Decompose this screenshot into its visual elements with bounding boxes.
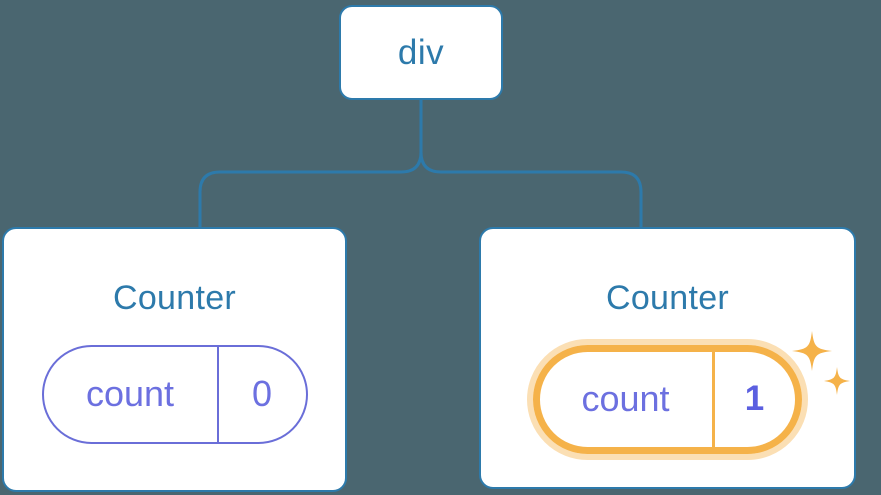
state-pill-left-wrap: count 0 [41,345,308,444]
node-div-label: div [397,33,445,72]
state-value-label: 0 [251,372,273,414]
state-key-label: count [581,377,670,419]
state-pill-left[interactable]: count 0 [41,345,308,444]
node-counter-right[interactable]: Counter count 1 [479,227,856,489]
state-pill-right[interactable]: count 1 [532,345,802,454]
state-key-label: count [85,372,175,414]
node-counter-left[interactable]: Counter count 0 [2,227,347,492]
state-pill-glow [526,339,808,460]
node-div[interactable]: div [339,5,503,100]
node-counter-right-title: Counter [605,279,730,317]
connector-left [198,98,423,231]
state-pill-left-key: count [44,347,219,442]
sparkle-small-icon [823,367,850,395]
state-pill-right-wrap: count 1 [518,331,850,466]
connector-right [419,98,643,231]
node-counter-left-title: Counter [112,279,237,317]
state-pill-right-key: count [540,352,715,447]
state-value-label: 1 [744,379,765,418]
state-pill-right-value: 1 [715,352,795,447]
state-pill-left-value: 0 [219,347,306,442]
